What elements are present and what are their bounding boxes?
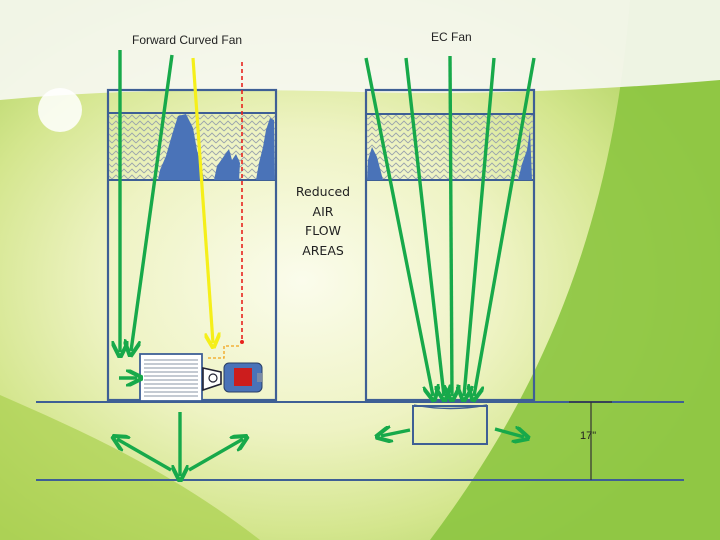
forward-curved-fan-icon (139, 353, 203, 402)
airflow-arrow (131, 54, 174, 351)
right-blocked-area-2 (518, 130, 532, 180)
height-dimension-icon (569, 401, 612, 480)
airflow-arrow (494, 429, 524, 437)
dashed-connector (208, 345, 240, 359)
left-blocked-area-1 (158, 114, 204, 180)
airflow-arrow (450, 55, 452, 396)
height-dimension-label: 17" (580, 430, 597, 442)
airflow-arrow (404, 57, 444, 396)
reduced-airflow-line-1: Reduced (295, 184, 351, 199)
reduced-airflow-line-4: AREAS (302, 242, 344, 258)
airflow-arrow (188, 439, 243, 472)
left-blocked-area-3 (256, 118, 275, 180)
airflow-arrow (464, 57, 496, 396)
left-blocked-area-2 (214, 149, 240, 180)
airflow-arrow (117, 439, 172, 472)
reduced-airflow-line-3: FLOW (305, 223, 341, 238)
airflow-arrow (474, 57, 536, 396)
ec-fan-icon (412, 404, 488, 445)
forward-curved-fan-label: Forward Curved Fan (132, 33, 243, 47)
reduced-airflow-line-2: AIR (312, 203, 334, 219)
red-dashed-airflow (240, 62, 244, 344)
reduced-airflow-label: Reduced AIR FLOW AREAS (290, 182, 356, 260)
left-airflow-arrows (117, 50, 243, 476)
right-airflow-arrows (364, 55, 536, 437)
motor-icon (202, 362, 263, 393)
ec-fan-label: EC Fan (431, 30, 472, 44)
airflow-arrow (381, 430, 411, 436)
right-blocked-area-1 (367, 147, 383, 180)
yellow-airflow-arrow (191, 57, 213, 343)
airflow-arrow (364, 57, 433, 396)
